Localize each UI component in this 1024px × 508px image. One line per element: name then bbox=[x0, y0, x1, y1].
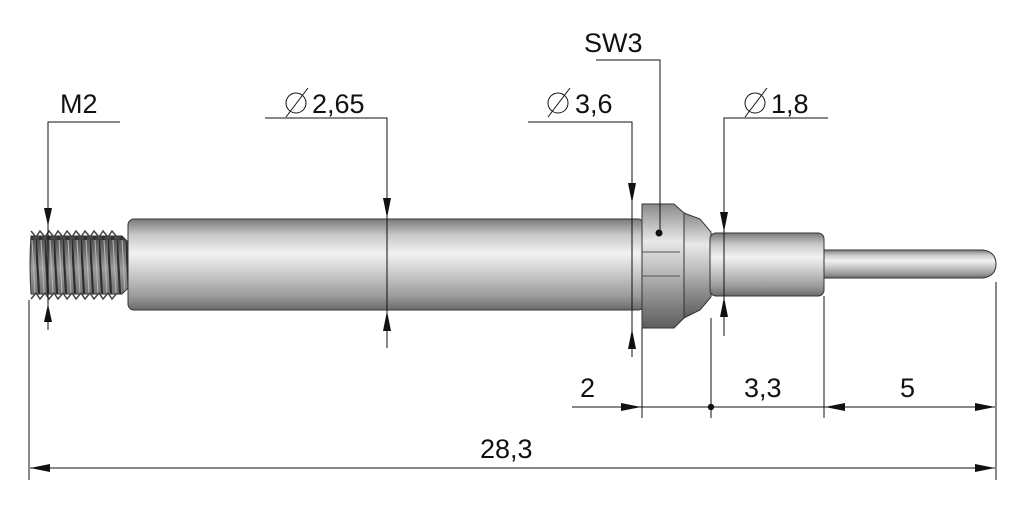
collar-cone bbox=[683, 212, 712, 319]
label-pin-length: 5 bbox=[900, 373, 915, 403]
label-shaft-diameter: 2,65 bbox=[312, 89, 365, 119]
label-overall-length: 28,3 bbox=[480, 434, 533, 464]
label-collar-length: 2 bbox=[580, 373, 595, 403]
thread-section bbox=[29, 229, 129, 301]
dimension-lines bbox=[28, 59, 997, 480]
center-dot bbox=[655, 229, 663, 237]
dimension-labels: M2 2,65 3,6 SW3 1,8 2 3,3 5 28,3 bbox=[60, 28, 915, 464]
diameter-symbol-icon bbox=[744, 87, 768, 118]
label-thread: M2 bbox=[60, 89, 98, 119]
tip-body bbox=[709, 232, 825, 297]
label-collar-diameter: 3,6 bbox=[575, 89, 613, 119]
dimension-arrows bbox=[30, 183, 995, 472]
hex-collar bbox=[641, 203, 685, 329]
label-wrench-size: SW3 bbox=[584, 28, 643, 58]
contact-pin bbox=[823, 249, 997, 279]
main-shaft bbox=[127, 218, 645, 311]
diameter-symbol-icon bbox=[547, 87, 571, 118]
diameter-symbol-icon bbox=[285, 87, 309, 118]
label-tip-diameter: 1,8 bbox=[771, 89, 809, 119]
label-tip-body-length: 3,3 bbox=[744, 373, 782, 403]
pin-part bbox=[29, 203, 997, 329]
